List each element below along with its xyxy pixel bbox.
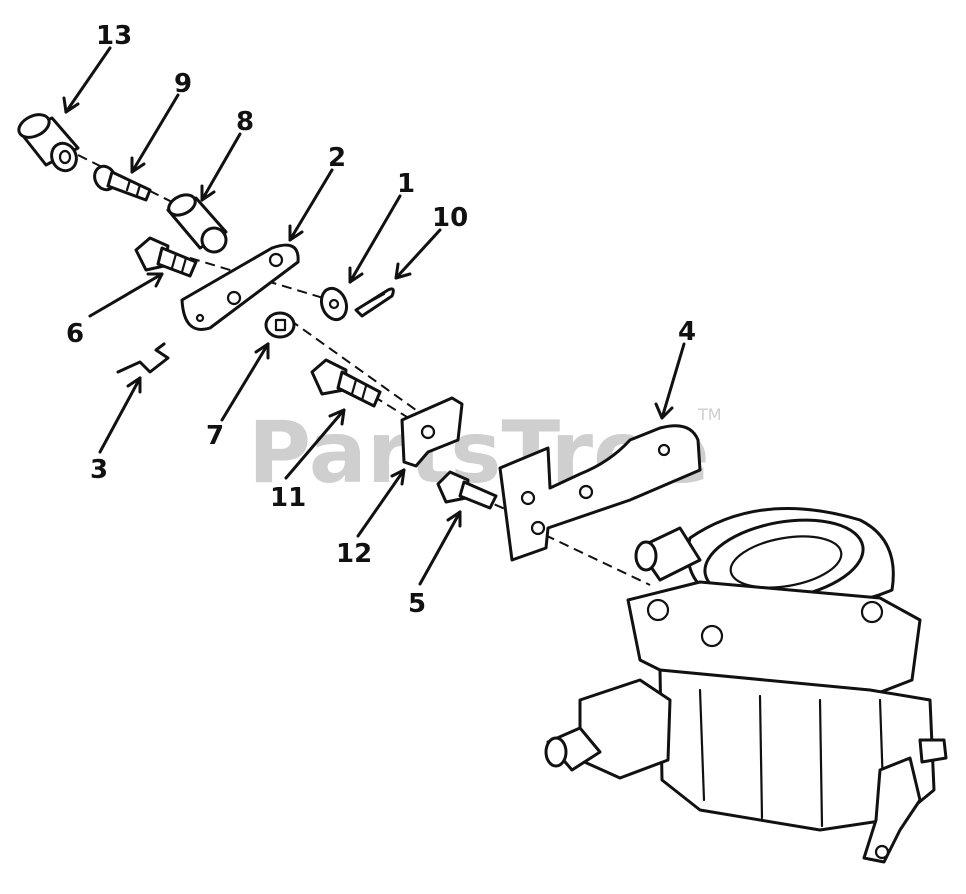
leader-10: [394, 228, 442, 280]
leader-7: [220, 342, 270, 422]
callout-10: 10: [432, 203, 468, 233]
callout-7: 7: [206, 421, 224, 451]
callout-4: 4: [678, 317, 696, 347]
part-13-spacer: [17, 113, 80, 173]
part-2-link-plate: [180, 243, 300, 331]
leader-3: [98, 376, 142, 454]
leader-11: [284, 408, 346, 480]
callout-5: 5: [408, 589, 426, 619]
callout-2: 2: [328, 143, 346, 173]
part-9-screw: [93, 164, 152, 202]
callout-8: 8: [236, 107, 254, 137]
leader-1: [348, 194, 402, 284]
leader-13: [64, 46, 112, 114]
part-4-mounting-bracket: [498, 424, 702, 562]
part-6-bolt: [134, 236, 198, 278]
callout-13: 13: [96, 21, 132, 51]
carburetor-body: [544, 507, 948, 864]
leader-arrows: [62, 46, 686, 586]
leader-5: [418, 510, 462, 586]
part-5-screw: [436, 470, 498, 510]
callout-12: 12: [336, 539, 372, 569]
leader-12: [356, 468, 406, 538]
callout-1: 1: [397, 169, 415, 199]
part-11-bolt: [310, 358, 382, 408]
part-7-washer: [264, 311, 296, 339]
leader-9: [130, 93, 180, 174]
callout-labels: 13 9 8 2 1 10 6 3 7 11 12 5 4: [66, 21, 696, 619]
watermark-trademark: TM: [697, 405, 722, 424]
part-10-cotter-pin: [354, 287, 395, 318]
leader-8: [200, 132, 242, 202]
callout-9: 9: [174, 69, 192, 99]
part-3-spring-clip: [116, 342, 170, 374]
leader-2: [288, 168, 334, 242]
callout-6: 6: [66, 319, 84, 349]
callout-11: 11: [270, 483, 306, 513]
part-8-spacer: [166, 193, 228, 254]
part-12-bracket: [400, 396, 464, 468]
leader-4: [660, 342, 686, 420]
callout-3: 3: [90, 455, 108, 485]
part-1-washer: [319, 286, 349, 322]
leader-6: [88, 272, 164, 318]
